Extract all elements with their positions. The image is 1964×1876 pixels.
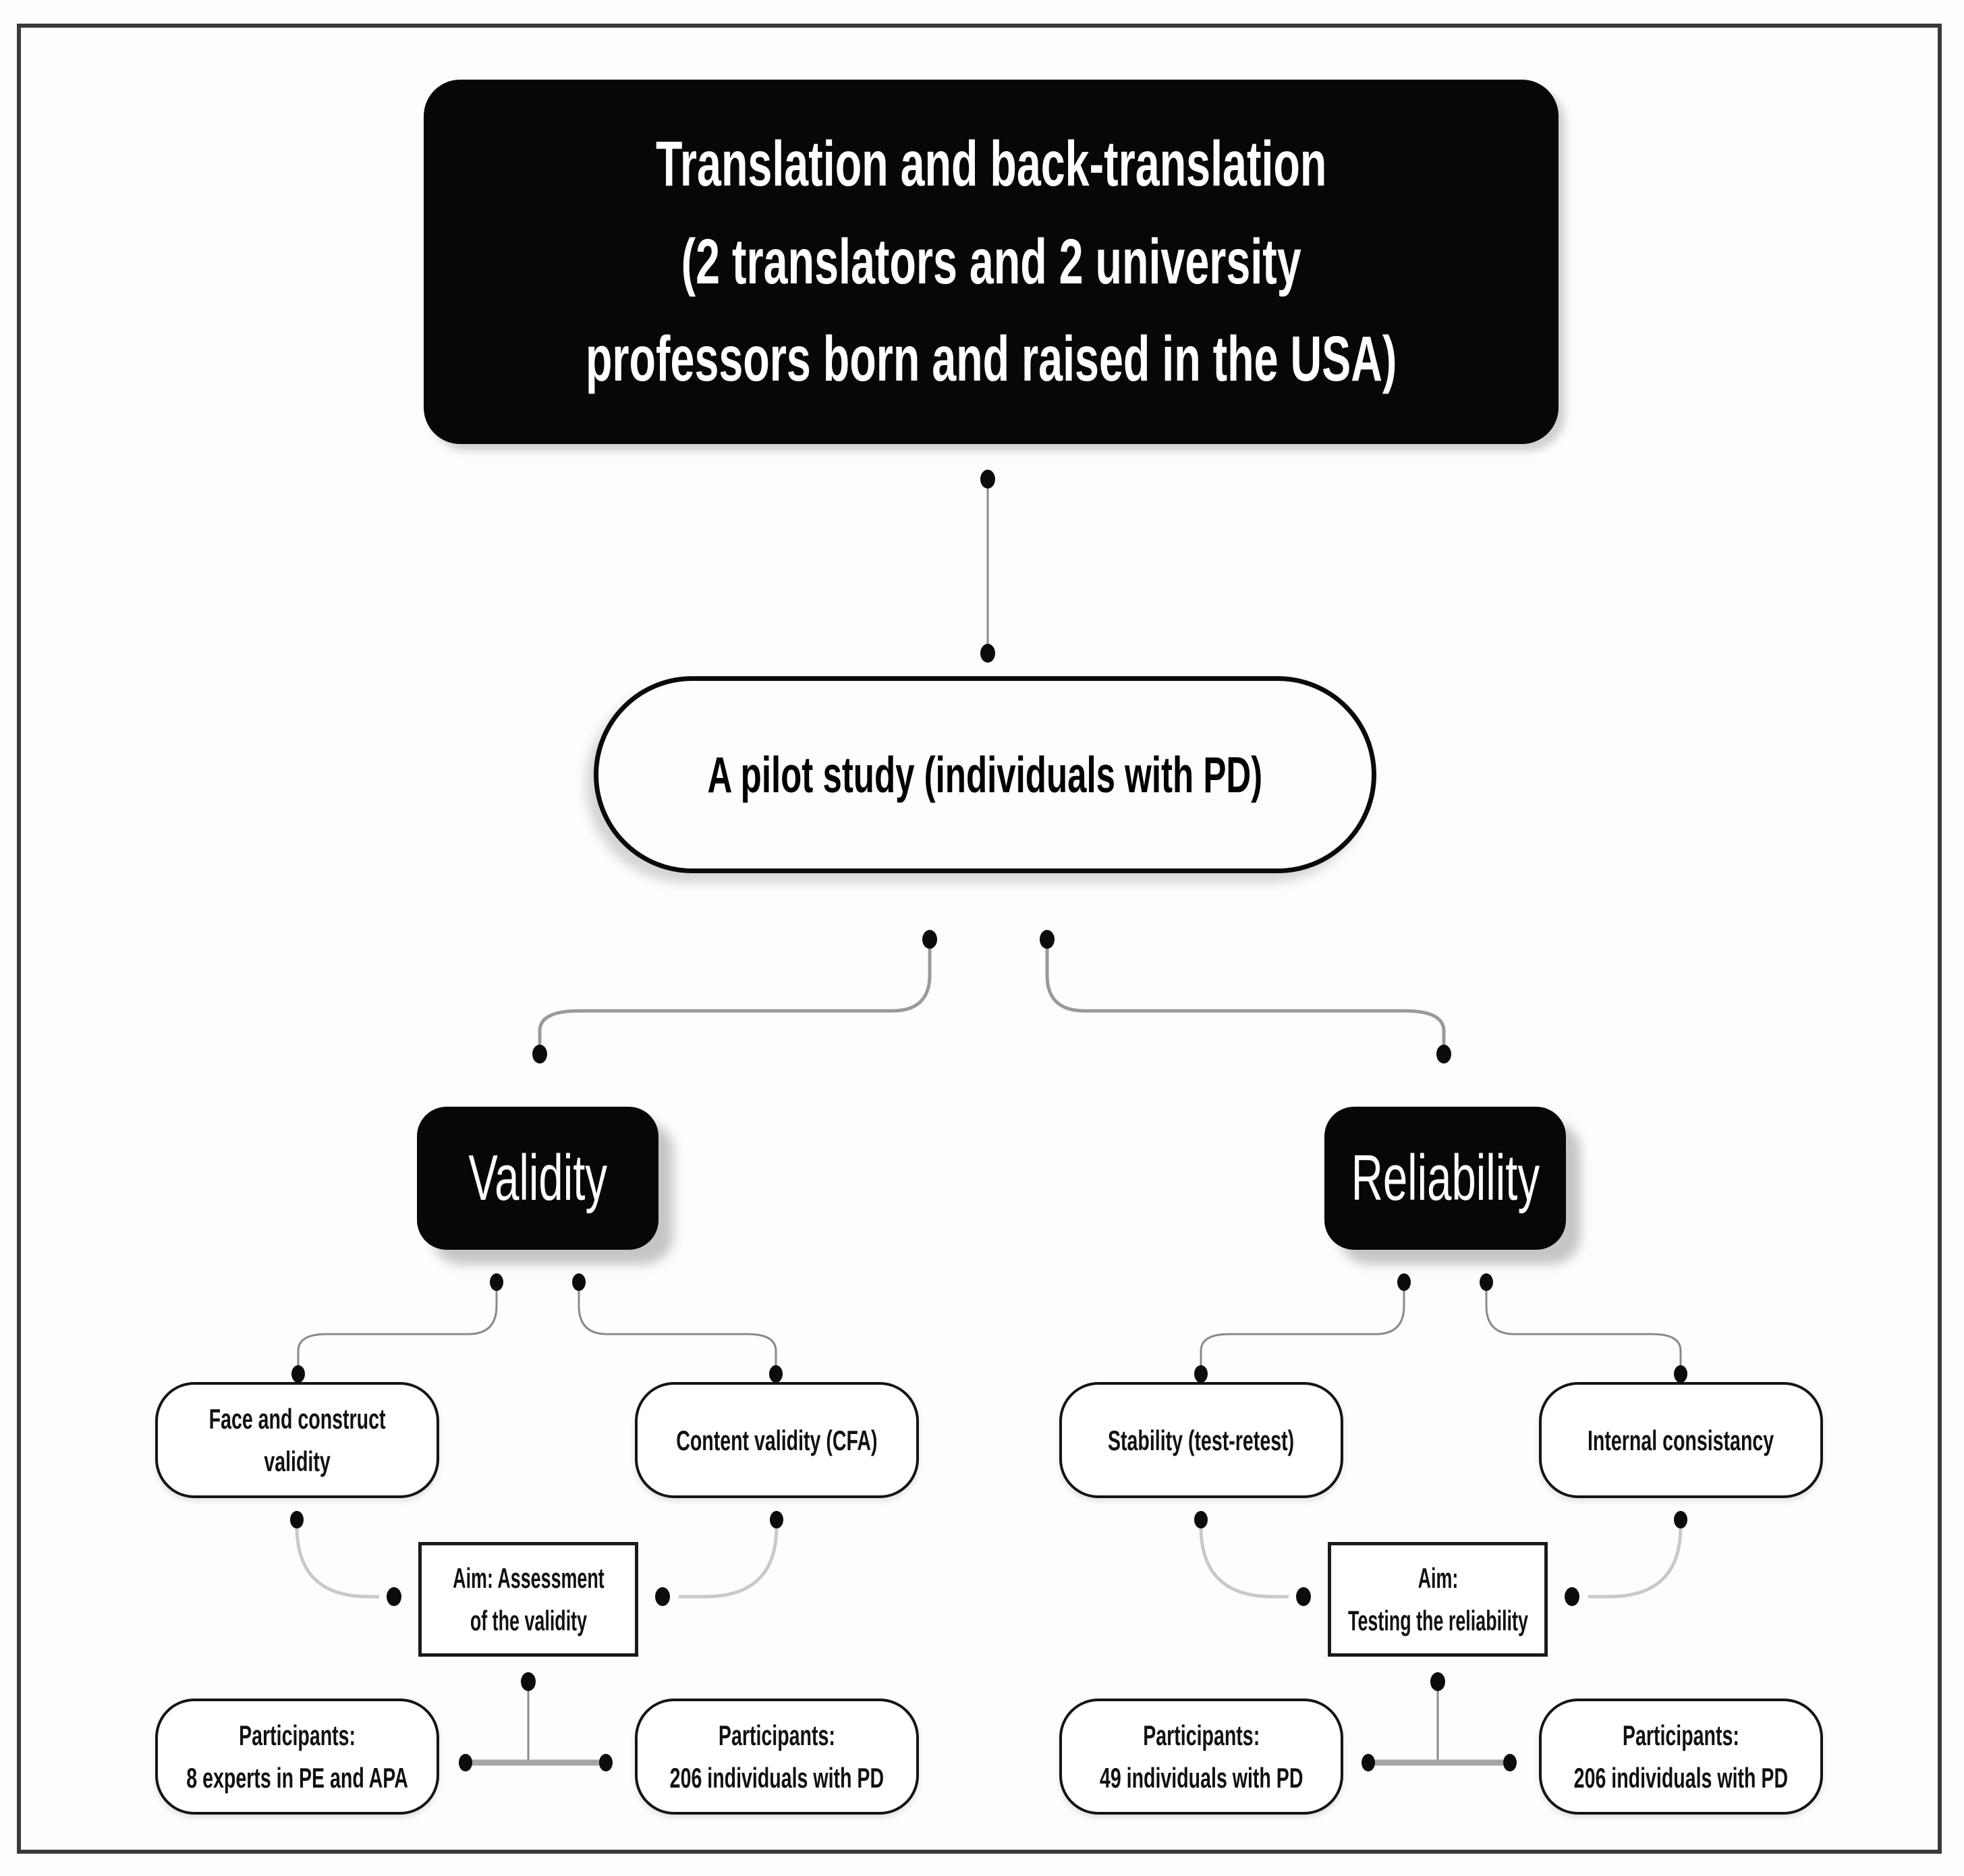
participants-experts-box: Participants: 8 experts in PE and APA [155,1699,439,1815]
top-translation-label: Translation and back-translation (2 tran… [586,115,1397,408]
node-label-line: (2 translators and 2 university [681,225,1301,298]
node-label-line: professors born and raised in the USA) [585,323,1397,395]
node-label-line: Testing the reliability [1347,1605,1528,1636]
participants-label: Participants: 206 individuals with PD [1574,1714,1788,1799]
node-label-line: Content validity (CFA) [676,1424,878,1456]
leaf-content-validity: Content validity (CFA) [635,1382,919,1498]
node-label-line: Participants: [719,1719,835,1751]
validity-label: Validity [468,1142,607,1214]
leaf-internal-consistency: Internal consistancy [1539,1382,1823,1498]
participants-label: Participants: 49 individuals with PD [1100,1714,1303,1799]
node-label-line: Participants: [1623,1719,1739,1751]
node-label-line: Face and construct [208,1403,386,1435]
node-label-line: of the validity [470,1605,587,1636]
node-label-line: Participants: [1143,1719,1260,1751]
validity-box: Validity [417,1107,658,1250]
aim-validity-box: Aim: Assessment of the validity [418,1542,638,1657]
participants-206-validity-box: Participants: 206 individuals with PD [635,1699,919,1815]
node-label-line: Stability (test-retest) [1108,1424,1295,1456]
aim-label: Aim: Assessment of the validity [453,1557,605,1642]
node-label-line: validity [264,1445,331,1477]
participants-label: Participants: 206 individuals with PD [670,1714,884,1799]
pilot-study-label: A pilot study (individuals with PD) [707,746,1263,803]
leaf-label: Face and construct validity [209,1398,386,1483]
leaf-label: Content validity (CFA) [676,1419,877,1462]
node-label-line: Translation and back-translation [655,128,1327,200]
leaf-label: Internal consistancy [1588,1419,1774,1462]
pilot-study-pill: A pilot study (individuals with PD) [594,676,1376,873]
node-label-line: 206 individuals with PD [669,1762,885,1794]
node-label-line: 206 individuals with PD [1573,1762,1789,1794]
leaf-label: Stability (test-retest) [1108,1419,1294,1462]
participants-206-reliability-box: Participants: 206 individuals with PD [1539,1699,1823,1815]
node-label-line: 49 individuals with PD [1099,1762,1303,1794]
node-label-line: Aim: Assessment [452,1562,605,1594]
leaf-face-construct-validity: Face and construct validity [155,1382,439,1498]
participants-49-box: Participants: 49 individuals with PD [1059,1699,1343,1815]
leaf-stability: Stability (test-retest) [1059,1382,1343,1498]
node-label-line: Internal consistancy [1588,1424,1774,1456]
aim-reliability-box: Aim: Testing the reliability [1328,1542,1548,1657]
top-translation-box: Translation and back-translation (2 tran… [424,80,1559,444]
node-label-line: Participants: [239,1719,356,1751]
node-label-line: 8 experts in PE and APA [186,1762,408,1794]
participants-label: Participants: 8 experts in PE and APA [186,1714,408,1799]
aim-label: Aim: Testing the reliability [1348,1557,1528,1642]
node-label-line: Aim: [1418,1562,1458,1594]
reliability-label: Reliability [1351,1142,1540,1214]
reliability-box: Reliability [1324,1107,1566,1250]
